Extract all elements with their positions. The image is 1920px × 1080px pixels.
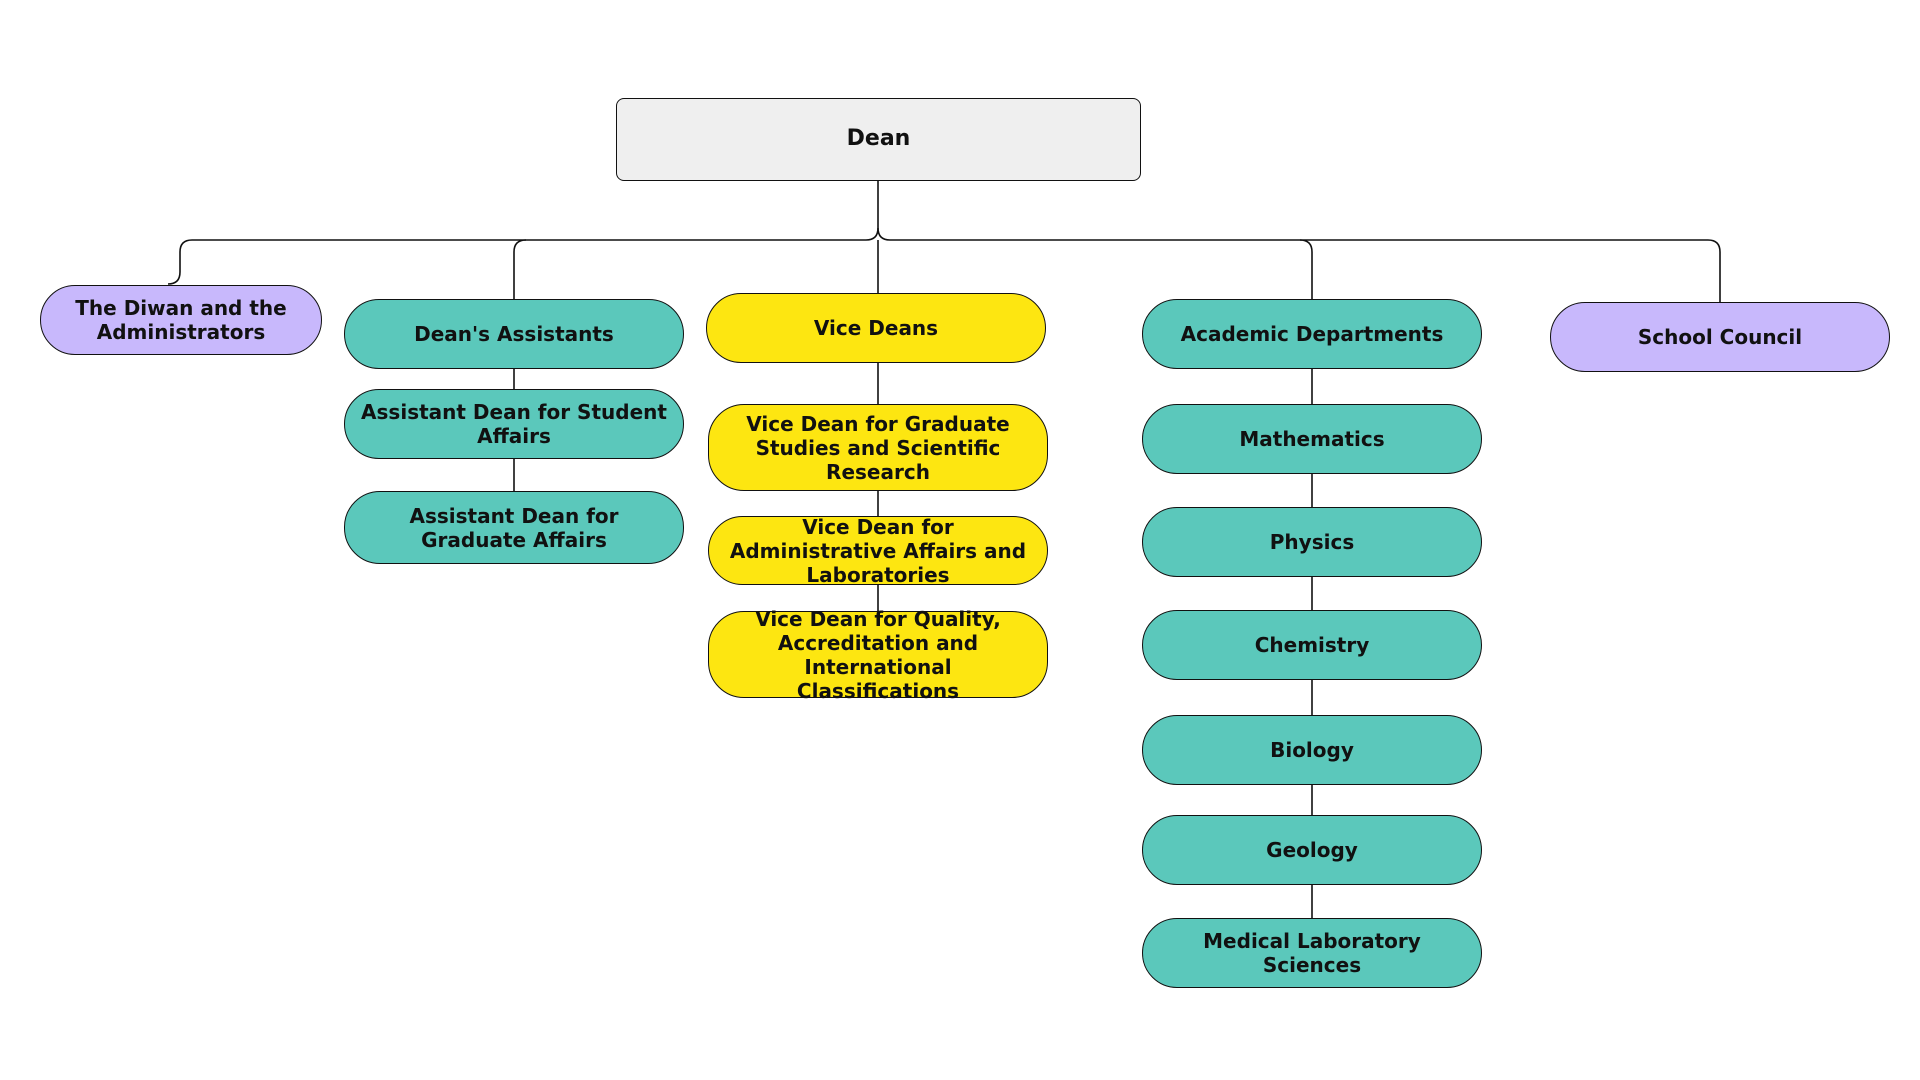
diwan-node: The Diwan and the Administrators xyxy=(40,285,322,355)
assistant-dean-graduate-affairs-node: Assistant Dean for Graduate Affairs xyxy=(344,491,684,564)
school-council-node: School Council xyxy=(1550,302,1890,372)
academic-departments-node: Academic Departments xyxy=(1142,299,1482,369)
vice-dean-administrative-affairs-node: Vice Dean for Administrative Affairs and… xyxy=(708,515,1048,587)
department-geology-node: Geology xyxy=(1142,815,1482,885)
assistant-dean-student-affairs-node: Assistant Dean for Student Affairs xyxy=(344,389,684,459)
department-medical-laboratory-sciences-node: Medical Laboratory Sciences xyxy=(1142,918,1482,988)
connector-to-departments xyxy=(1299,239,1313,300)
department-chemistry-node: Chemistry xyxy=(1142,610,1482,680)
deans-assistants-node: Dean's Assistants xyxy=(344,299,684,369)
connector-to-assistants xyxy=(513,239,527,300)
connector-bus-left xyxy=(167,227,879,285)
vice-dean-graduate-studies-node: Vice Dean for Graduate Studies and Scien… xyxy=(708,404,1048,491)
department-biology-node: Biology xyxy=(1142,715,1482,785)
department-physics-node: Physics xyxy=(1142,507,1482,577)
dean-node: Dean xyxy=(616,98,1141,181)
connector-bus-right xyxy=(890,239,1721,302)
connector-dean-stem xyxy=(877,180,891,241)
vice-dean-quality-accreditation-node: Vice Dean for Quality, Accreditation and… xyxy=(708,607,1048,703)
vice-deans-node: Vice Deans xyxy=(706,293,1046,363)
department-mathematics-node: Mathematics xyxy=(1142,404,1482,474)
